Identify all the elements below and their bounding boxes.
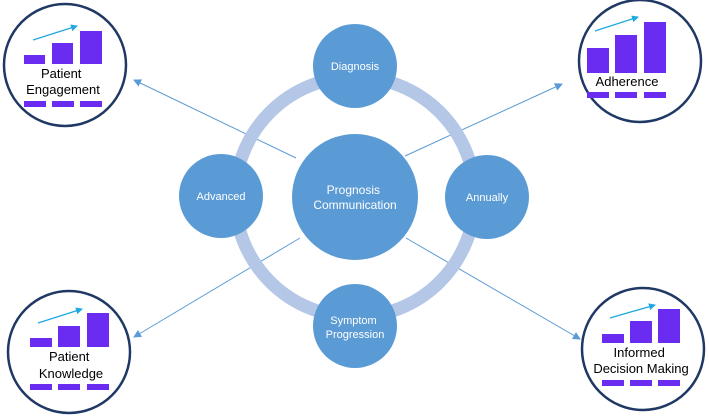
trend-arrow-icon: [609, 303, 656, 319]
base-bars: [602, 380, 680, 386]
advanced-circle: [179, 154, 263, 238]
arrow-to-patient-engagement: [133, 79, 297, 159]
bar-chart-icon: [587, 22, 666, 73]
connector-arrows: [133, 79, 581, 340]
outcome-label: Adherence: [596, 74, 659, 89]
diagnosis-label: Diagnosis: [331, 61, 380, 73]
annually-label: Annually: [466, 192, 509, 204]
base-bars: [24, 101, 102, 107]
outcome-patient-engagement: Patient Engagement: [2, 2, 128, 128]
annually-circle: [445, 155, 529, 239]
arrow-to-patient-knowledge: [133, 237, 301, 338]
bar-chart-icon: [30, 313, 109, 347]
outcome-informed-decision-making: Informed Decision Making: [580, 286, 706, 412]
symptom-progression-label: Symptom Progression: [326, 315, 385, 341]
bar-chart-icon: [602, 309, 680, 343]
arrow-to-informed-decision-making: [405, 237, 581, 340]
outcome-label: Patient Knowledge: [39, 349, 103, 381]
outcome-circle: [2, 2, 128, 128]
outcome-circle: [577, 0, 703, 124]
outcome-label: Patient Engagement: [26, 66, 100, 97]
center-label: Prognosis Communication: [313, 183, 396, 212]
trend-arrow-icon: [37, 307, 83, 324]
center-circle: [292, 134, 418, 260]
outcome-label: Informed Decision Making: [593, 345, 688, 376]
trend-arrow-icon: [594, 15, 639, 32]
base-bars: [587, 92, 666, 98]
trend-arrow-icon: [32, 24, 78, 41]
diagnosis-circle: [313, 24, 397, 108]
advanced-label: Advanced: [197, 191, 246, 203]
bar-chart-icon: [24, 31, 102, 64]
outcome-adherence: Adherence: [577, 0, 703, 124]
arrow-to-adherence: [404, 83, 563, 157]
symptom-progression-circle: [313, 284, 397, 368]
outcome-patient-knowledge: Patient Knowledge: [6, 289, 132, 415]
base-bars: [30, 384, 109, 390]
